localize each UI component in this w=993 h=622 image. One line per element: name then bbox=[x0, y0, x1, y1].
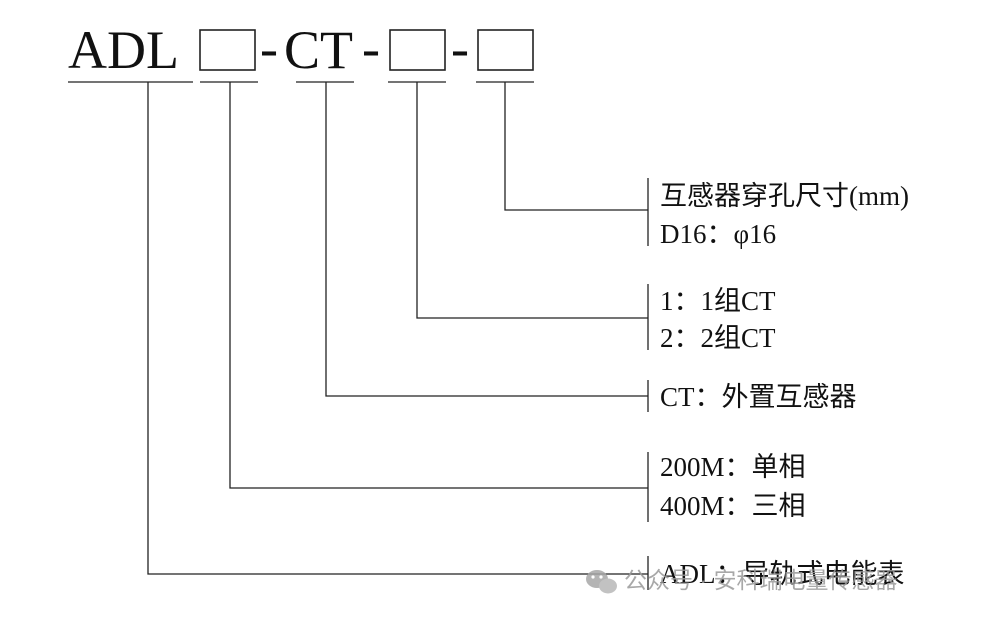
separator-2: - bbox=[362, 18, 380, 78]
leader-lines bbox=[147, 82, 648, 575]
leader-hole-size bbox=[504, 82, 648, 211]
model-code: ADL - CT - - bbox=[68, 18, 534, 80]
legend-hole-size-d16: D16：φ16 bbox=[660, 219, 776, 249]
placeholder-box-phase bbox=[199, 29, 256, 71]
wechat-icon bbox=[586, 570, 617, 594]
placeholder-box-hole-size bbox=[477, 29, 534, 71]
separator-3: - bbox=[451, 18, 469, 78]
legend-ct-external: CT：外置互感器 bbox=[660, 382, 857, 412]
separator-1: - bbox=[260, 18, 278, 78]
watermark: 公众号 · 安科瑞电量传感器 bbox=[586, 567, 897, 594]
model-prefix: ADL bbox=[68, 20, 179, 80]
legend-phase-400m: 400M：三相 bbox=[660, 491, 806, 521]
legend-ct-groups-1: 1：1组CT bbox=[660, 286, 776, 316]
legend: 互感器穿孔尺寸(mm) D16：φ16 1：1组CT 2：2组CT CT：外置互… bbox=[660, 181, 909, 589]
legend-adl-rail-meter: ADL：导轨式电能表 bbox=[660, 559, 905, 589]
legend-phase-200m: 200M：单相 bbox=[660, 452, 806, 482]
placeholder-box-ct-groups bbox=[389, 29, 446, 71]
leader-phase bbox=[229, 82, 648, 489]
model-ct: CT bbox=[284, 20, 353, 80]
leader-ct-groups bbox=[416, 82, 648, 319]
legend-ct-groups-2: 2：2组CT bbox=[660, 323, 776, 353]
watermark-text: 公众号 · 安科瑞电量传感器 bbox=[624, 567, 897, 593]
leader-ct bbox=[325, 82, 648, 397]
leader-prefix bbox=[147, 82, 648, 575]
legend-hole-size-title: 互感器穿孔尺寸(mm) bbox=[660, 181, 909, 211]
